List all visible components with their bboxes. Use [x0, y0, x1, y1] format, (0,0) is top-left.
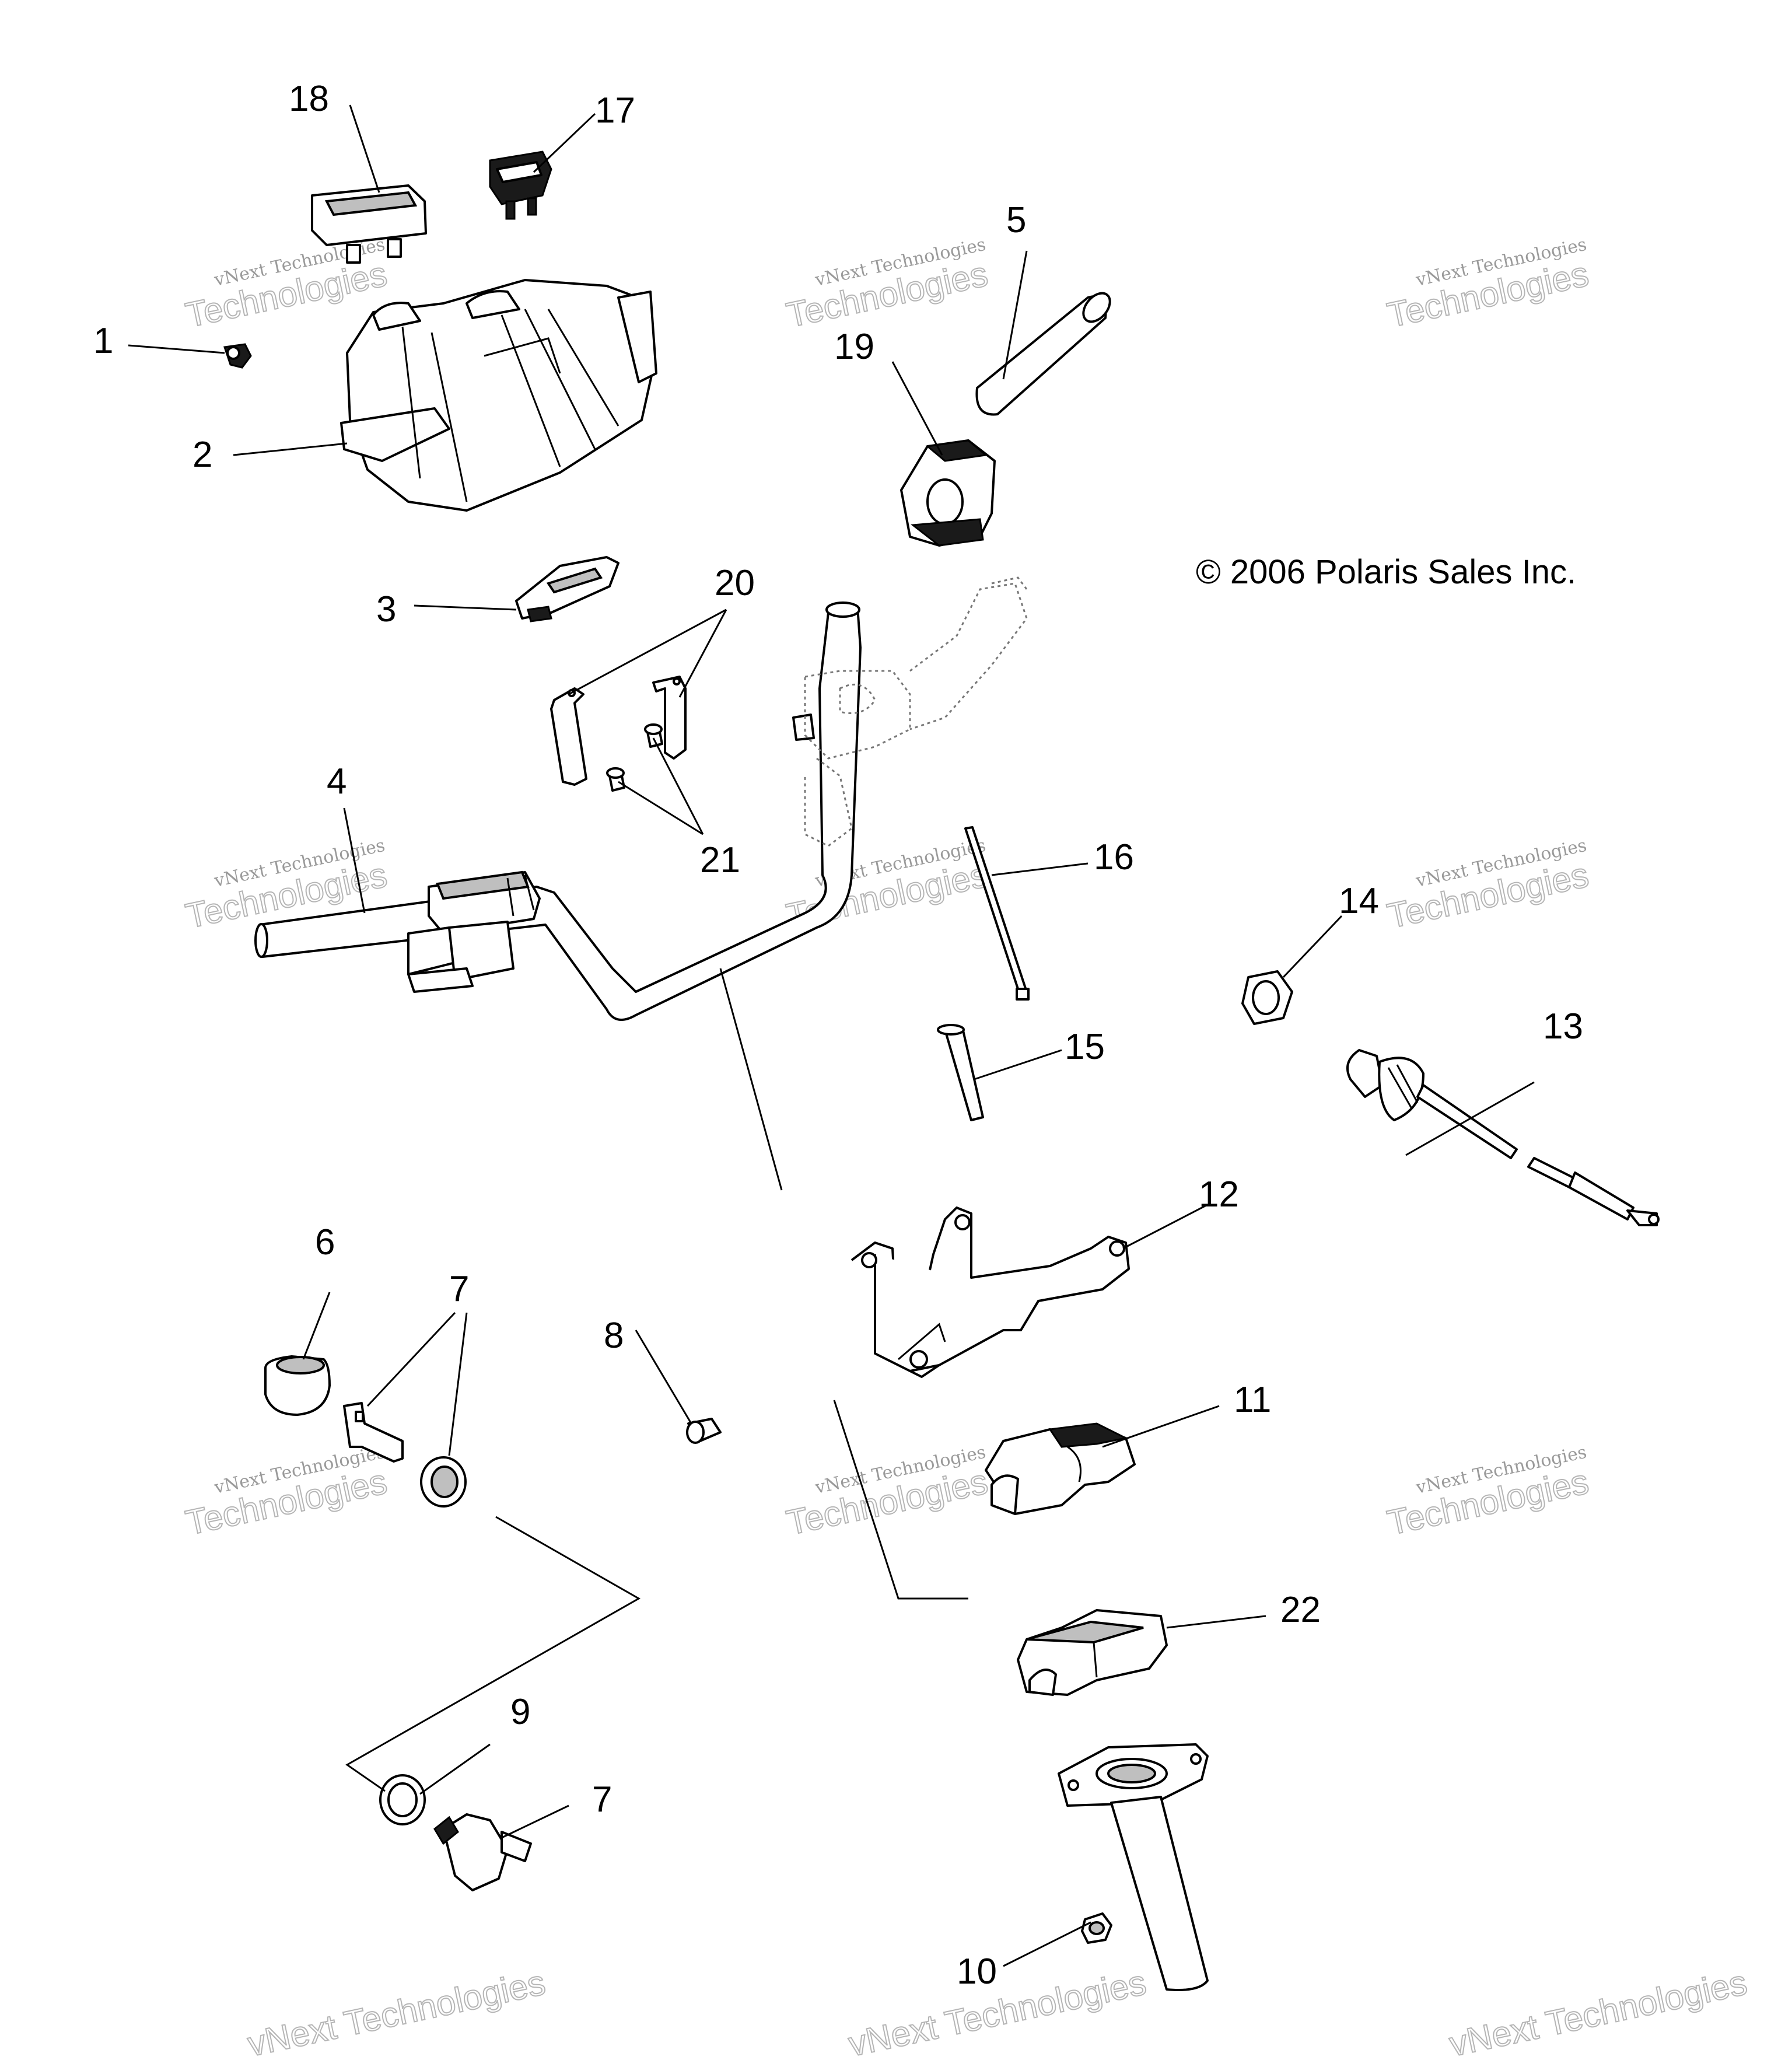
part-9-washer[interactable] [379, 1774, 426, 1825]
callout-7a: 7 [449, 1269, 469, 1309]
callout-16: 16 [1094, 837, 1134, 877]
callout-5: 5 [1006, 200, 1026, 240]
callout-18: 18 [289, 79, 329, 119]
callout-8: 8 [604, 1316, 624, 1356]
part-2-handlebar-pod[interactable] [340, 279, 657, 512]
part-20-mounting-brackets[interactable] [550, 676, 687, 786]
callout-11: 11 [1234, 1380, 1271, 1420]
part-12-mount-bracket[interactable] [850, 1206, 1130, 1378]
part-22-lower-clamp[interactable] [1017, 1609, 1168, 1696]
callout-13: 13 [1543, 1006, 1583, 1047]
part-8-screw[interactable] [686, 1418, 722, 1444]
watermark-low-left: vNext Technologies Technologies [182, 1442, 391, 1543]
callout-15: 15 [1065, 1027, 1105, 1067]
callout-4: 4 [327, 761, 346, 802]
part-16-cable-tie[interactable] [964, 826, 1030, 1001]
part-1-push-rivet[interactable] [223, 343, 252, 369]
phantom-right-controls [804, 576, 1028, 847]
callout-19: 19 [834, 327, 874, 367]
watermark-low-center: vNext Technologies Technologies [783, 1442, 992, 1543]
callout-3: 3 [376, 589, 396, 629]
part-4-handlebar[interactable] [254, 601, 862, 1021]
watermark-mid-right: vNext Technologies Technologies [1384, 835, 1593, 936]
part-14-nut[interactable] [1241, 970, 1293, 1025]
part-15-long-bolt[interactable] [937, 1024, 984, 1121]
watermark-bottom-right: vNext Technologies [1446, 1962, 1751, 2060]
watermark-bottom-center: vNext Technologies [845, 1962, 1150, 2060]
watermark-bottom-left: vNext Technologies [244, 1962, 550, 2060]
callout-14: 14 [1339, 881, 1379, 921]
part-3-lower-trim[interactable] [515, 556, 620, 622]
watermark-text: vNext Technologies [1446, 1963, 1751, 2060]
watermark-top-right: vNext Technologies Technologies [1384, 235, 1593, 335]
watermark-text: vNext Technologies [244, 1963, 549, 2060]
callout-1: 1 [93, 321, 113, 361]
callout-12: 12 [1199, 1174, 1239, 1215]
watermark-low-right: vNext Technologies Technologies [1384, 1442, 1593, 1543]
callout-10: 10 [957, 1951, 997, 1992]
watermark-top-center: vNext Technologies Technologies [783, 235, 992, 335]
part-7-ring[interactable] [420, 1456, 467, 1508]
callout-6: 6 [315, 1222, 335, 1262]
leader-lines [128, 104, 1535, 1967]
callout-22: 22 [1280, 1590, 1321, 1630]
part-18-switch-block[interactable] [311, 184, 427, 264]
watermark-text: vNext Technologies [845, 1963, 1150, 2060]
callout-9: 9 [510, 1692, 530, 1732]
part-17-rocker-switch[interactable] [489, 151, 552, 220]
callout-21: 21 [700, 840, 740, 880]
callout-7b: 7 [592, 1779, 612, 1820]
callout-20: 20 [715, 563, 755, 603]
part-10-nut[interactable] [1081, 1912, 1112, 1944]
callout-17: 17 [595, 90, 635, 131]
copyright-notice: © 2006 Polaris Sales Inc. [1196, 553, 1576, 591]
part-13-speedo-cable[interactable] [1346, 1049, 1660, 1226]
part-21-bolts[interactable] [606, 723, 663, 792]
part-6-grommet[interactable] [264, 1355, 331, 1416]
part-19-throttle-control[interactable] [900, 439, 996, 547]
watermark-top-left: vNext Technologies Technologies [182, 235, 391, 335]
part-7-ignition-switch[interactable] [433, 1813, 532, 1891]
callout-labels: 1 2 3 4 5 6 7 7 8 9 10 11 12 13 14 15 16… [93, 79, 1583, 1992]
part-5-grip[interactable] [975, 288, 1115, 416]
part-steering-post[interactable] [1058, 1743, 1209, 1991]
callout-2: 2 [192, 435, 212, 475]
part-7-key[interactable] [343, 1402, 404, 1463]
part-11-upper-clamp[interactable] [985, 1422, 1136, 1515]
